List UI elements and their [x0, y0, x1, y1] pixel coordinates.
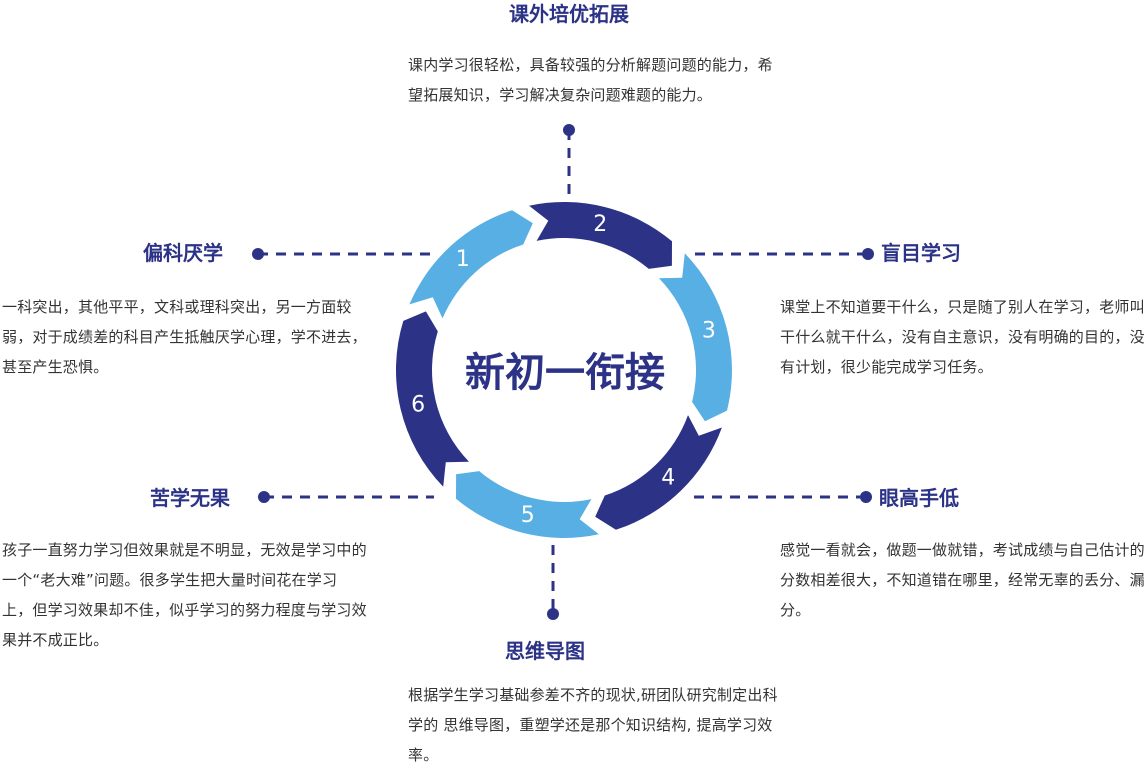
- heading-lower-right: 眼高手低: [879, 486, 959, 510]
- segment-number-4: 4: [661, 465, 675, 490]
- heading-upper-left: 偏科厌学: [143, 241, 223, 265]
- connector-lines: [252, 124, 874, 620]
- cycle-segment-6: [395, 311, 469, 487]
- heading-top: 课外培优拓展: [509, 2, 629, 26]
- cycle-segment-4: [595, 415, 722, 530]
- connector-dot-upper-left: [252, 248, 264, 260]
- segment-number-5: 5: [521, 503, 535, 528]
- heading-upper-right: 盲目学习: [881, 241, 961, 265]
- desc-upper-right: 课堂上不知道要干什么，只是随了别人在学习，老师叫干什么就干什么，没有自主意识，没…: [780, 298, 1145, 376]
- cycle-segment-3: [659, 253, 732, 422]
- connector-dot-lower-left: [258, 491, 270, 503]
- desc-lower-right: 感觉一看就会，做题一做就错，考试成绩与自己估计的分数相差很大，不知道错在哪里，经…: [780, 541, 1145, 619]
- segment-number-2: 2: [593, 212, 607, 237]
- desc-bottom: 根据学生学习基础参差不齐的现状,研团队研究制定出科学的 思维导图，重塑学还是那个…: [408, 686, 778, 764]
- connector-dot-upper-right: [862, 248, 874, 260]
- heading-lower-left: 苦学无果: [150, 486, 230, 510]
- segment-number-3: 3: [702, 319, 716, 344]
- center-title: 新初一衔接: [465, 350, 665, 396]
- desc-top: 课内学习很轻松，具备较强的分析解题问题的能力，希望拓展知识，学习解决复杂问题难题…: [408, 56, 773, 104]
- heading-bottom: 思维导图: [505, 639, 585, 663]
- desc-upper-left: 一科突出，其他平平，文科或理科突出，另一方面较弱，对于成绩差的科目产生抵触厌学心…: [2, 298, 367, 376]
- cycle-ring: [395, 202, 732, 538]
- segment-number-1: 1: [456, 247, 470, 272]
- cycle-segment-1: [409, 210, 533, 319]
- desc-lower-left: 孩子一直努力学习但效果就是不明显，无效是学习中的一个“老大难”问题。很多学生把大…: [2, 541, 367, 649]
- cycle-segment-2: [529, 202, 672, 269]
- connector-dot-lower-right: [860, 491, 872, 503]
- segment-numbers: 1 2 3 4 5 6: [411, 212, 716, 528]
- connector-dot-bottom: [547, 608, 559, 620]
- cycle-segment-5: [456, 471, 599, 538]
- segment-number-6: 6: [411, 393, 425, 418]
- connector-dot-top: [563, 124, 575, 136]
